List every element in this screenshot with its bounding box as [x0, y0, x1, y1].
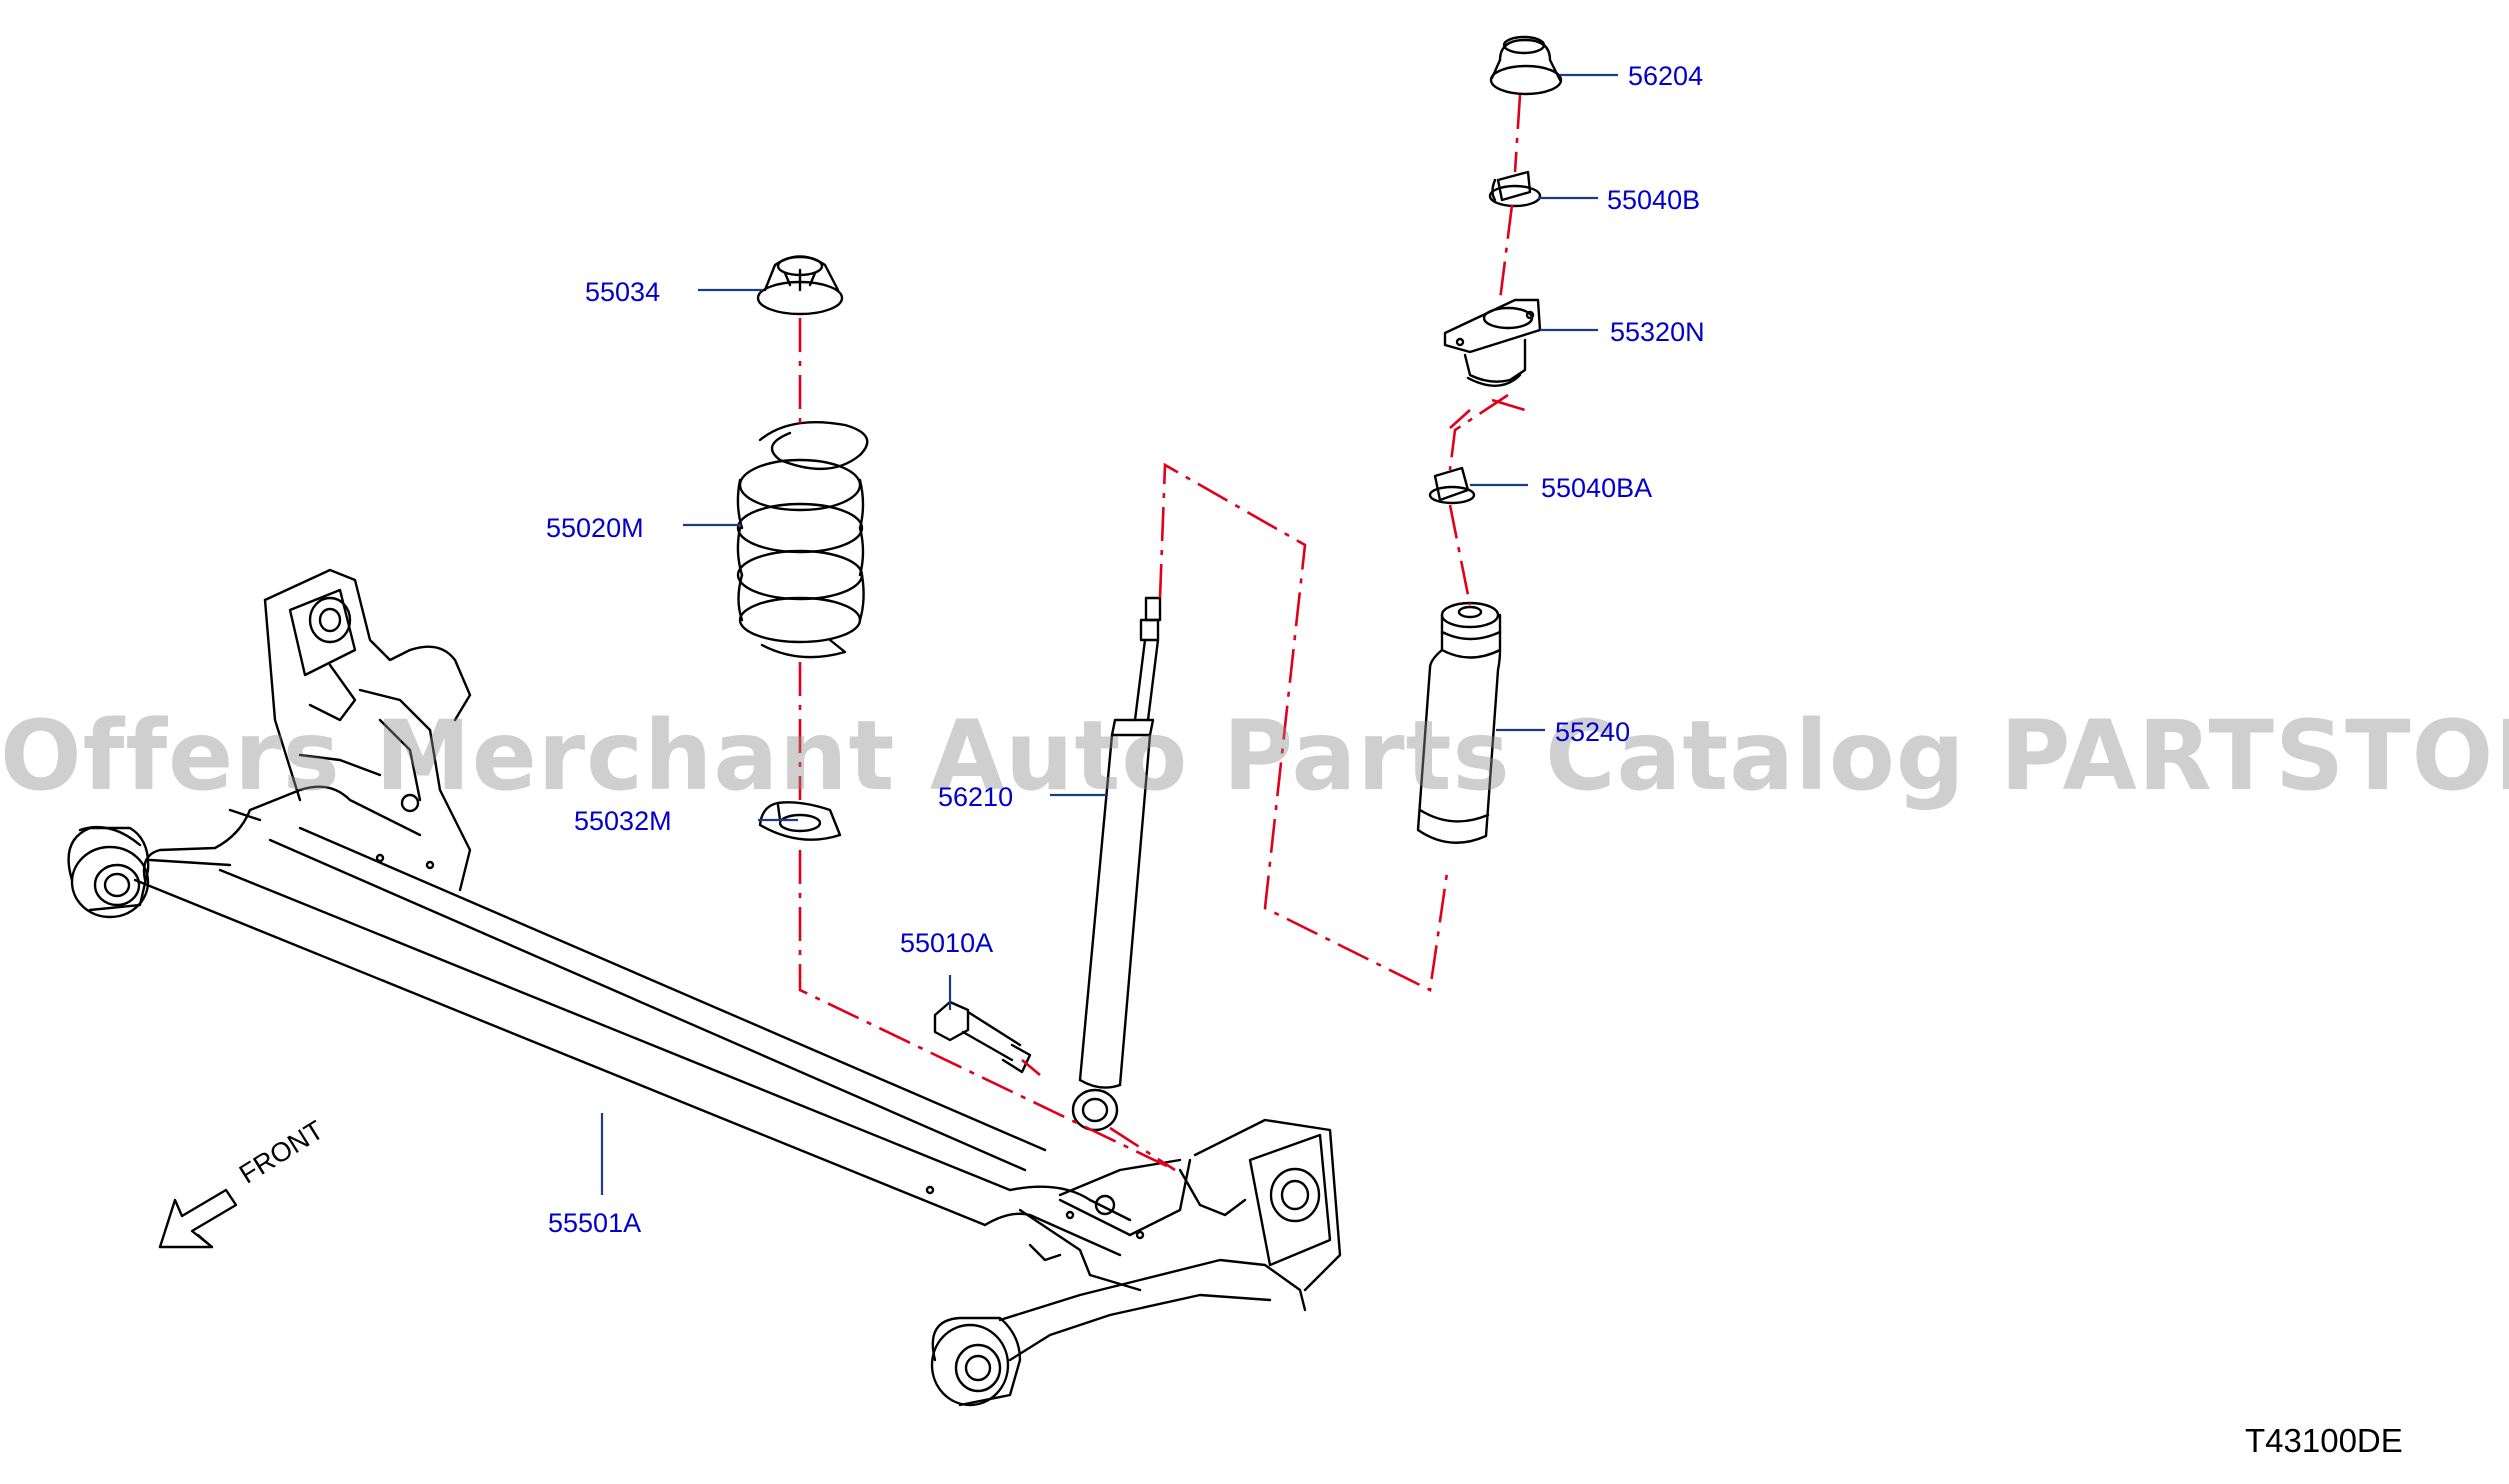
part-label-55501a[interactable]: 55501A	[548, 1208, 642, 1238]
nut-upper-part	[1488, 170, 1542, 208]
part-label-55040b[interactable]: 55040B	[1607, 185, 1701, 215]
shock-absorber-part	[1071, 596, 1162, 1132]
part-label-55034[interactable]: 55034	[585, 277, 661, 307]
part-label-55240[interactable]: 55240	[1555, 717, 1631, 747]
assembly-lines	[798, 94, 1526, 1172]
part-label-55040ba[interactable]: 55040BA	[1541, 473, 1653, 503]
part-label-56210[interactable]: 56210	[938, 782, 1014, 812]
part-label-56204[interactable]: 56204	[1628, 61, 1704, 91]
bump-stopper-part	[1489, 35, 1563, 96]
spring-seat-lower-part	[758, 801, 842, 841]
diagram-code: T43100DE	[2245, 1422, 2403, 1459]
spring-seat-upper-part	[756, 255, 844, 316]
mount-part	[1443, 298, 1542, 387]
watermark-text: Offers Merchant Auto Parts Catalog PARTS…	[0, 700, 2509, 812]
part-label-55320n[interactable]: 55320N	[1610, 317, 1705, 347]
part-label-55010a[interactable]: 55010A	[900, 928, 994, 958]
axle-beam	[67, 568, 1342, 1407]
leader-lines	[600, 73, 1618, 1195]
coil-spring-part	[736, 420, 869, 659]
arrow-down-left-icon	[158, 1188, 238, 1249]
part-label-55032m[interactable]: 55032M	[574, 806, 672, 836]
nut-lower-part	[1428, 466, 1476, 505]
part-label-55020m[interactable]: 55020M	[546, 513, 644, 543]
